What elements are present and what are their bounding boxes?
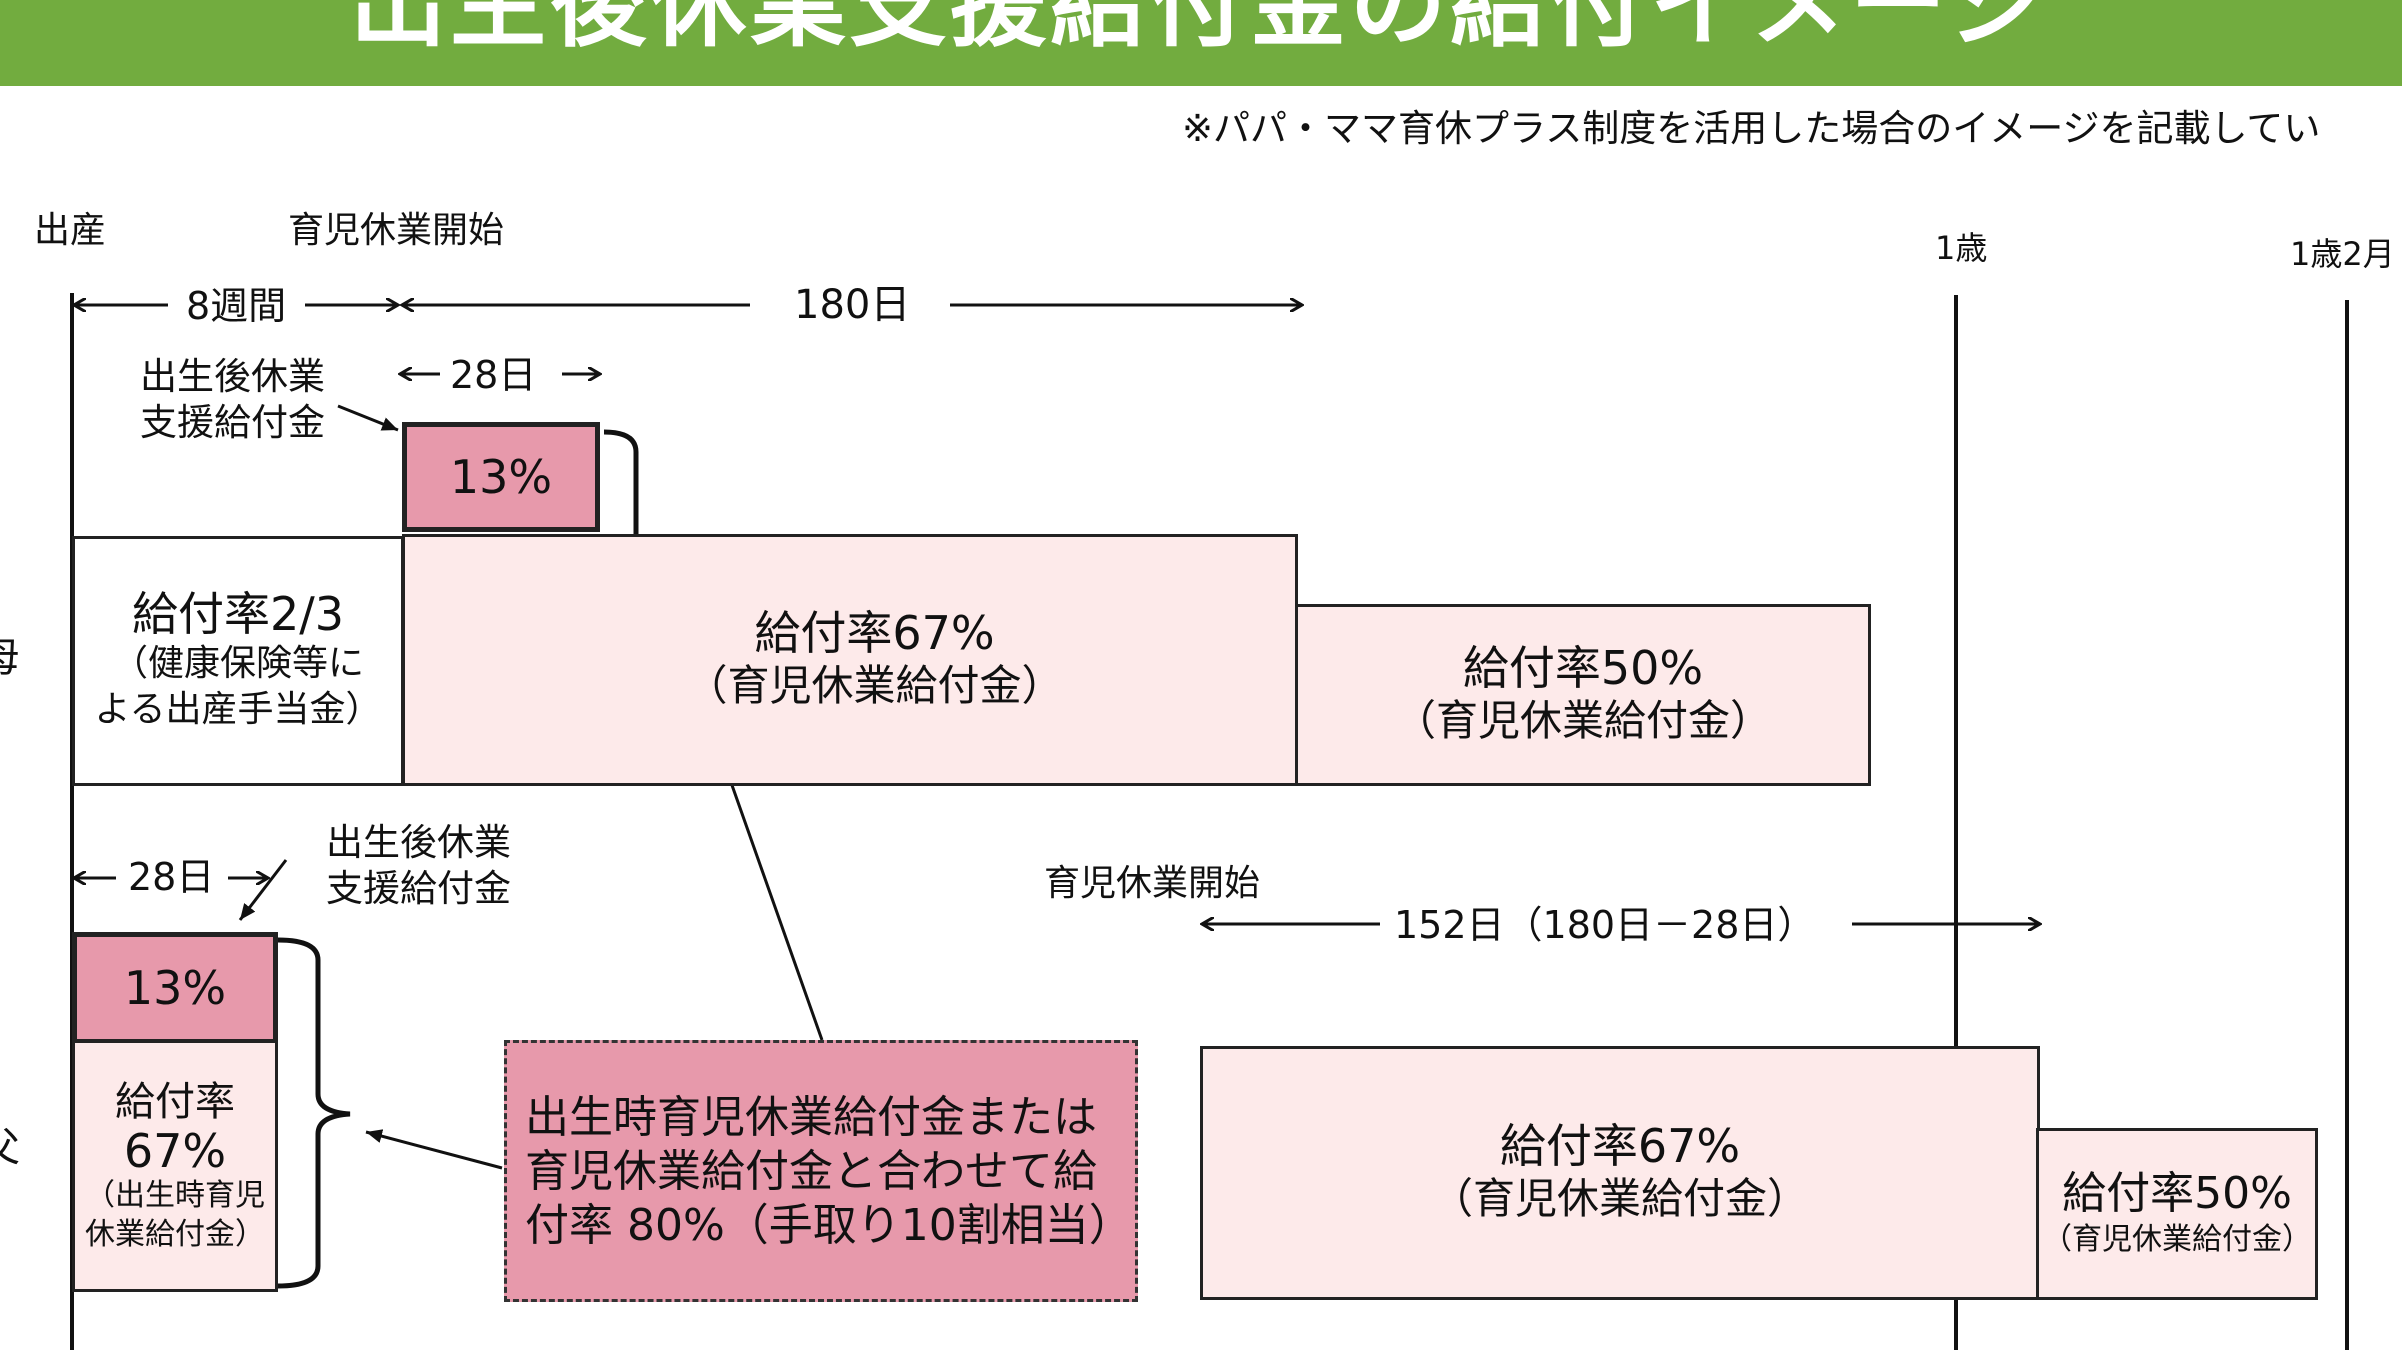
father-birth-leave-line2: 67%	[123, 1123, 227, 1178]
age-1-2m-label: 1歳2月	[2290, 235, 2395, 273]
birth-label: 出産	[34, 210, 107, 251]
father-support-label-line1: 出生後休業	[326, 821, 511, 864]
mother-rate67-box: 給付率67% （育児休業給付金）	[604, 534, 1298, 786]
page-title: 出生後休業支援給付金の給付イメージ	[350, 0, 2049, 60]
mother-side-label: 母	[0, 638, 20, 678]
mother-maternity-line3: よる出産手当金）	[94, 689, 382, 731]
father-span-28-label: 28日	[128, 855, 215, 899]
father-rate67-line1: 給付率67%	[1499, 1119, 1741, 1174]
mother-rate67-line1: 給付率67%	[754, 606, 995, 661]
note-text: ※パパ・ママ育休プラス制度を活用した場合のイメージを記載してい	[1182, 107, 2321, 150]
mother-maternity-line1: 給付率2/3	[131, 586, 345, 641]
callout-box: 出生時育児休業給付金または 育児休業給付金と合わせて給 付率 80%（手取り10…	[504, 1040, 1138, 1302]
father-side-label: 父	[0, 1128, 20, 1168]
mother-rate50-line2: （育児休業給付金）	[1393, 696, 1772, 746]
father-13pct-text: 13%	[123, 961, 227, 1015]
father-rate67-box: 給付率67% （育児休業給付金）	[1200, 1046, 2040, 1300]
callout-line1: 出生時育児休業給付金または	[525, 1092, 1097, 1143]
mother-support-pointer	[337, 404, 399, 432]
mother-rate50-line1: 給付率50%	[1462, 641, 1704, 696]
father-rate67-line2: （育児休業給付金）	[1430, 1174, 1809, 1224]
mother-maternity-line2: （健康保険等に	[111, 642, 364, 684]
mother-maternity-box: 給付率2/3 （健康保険等に よる出産手当金）	[72, 536, 404, 786]
father-rate50-line1: 給付率50%	[2062, 1168, 2292, 1220]
mother-span-28-label: 28日	[450, 353, 537, 397]
callout-line3: 付率 80%（手取り10割相当）	[525, 1200, 1133, 1251]
father-support-pointer	[238, 859, 288, 921]
mother-support-label-line2: 支援給付金	[140, 401, 325, 444]
father-birth-leave-line1: 給付率	[115, 1078, 235, 1125]
leave-start-label: 育児休業開始	[288, 210, 505, 251]
mother-post-birth-leave-box	[402, 534, 608, 786]
title-bar: 出生後休業支援給付金の給付イメージ	[0, 0, 2402, 86]
mother-support-label-line1: 出生後休業	[140, 355, 325, 398]
age-1-2m-timeline-line	[2345, 300, 2349, 1350]
father-rate50-box: 給付率50% （育児休業給付金）	[2036, 1128, 2318, 1300]
birth-timeline-line	[70, 293, 74, 1350]
father-13pct-box: 13%	[72, 932, 278, 1044]
span-152-label: 152日（180日－28日）	[1390, 906, 1820, 944]
mother-13pct-text: 13%	[449, 450, 553, 504]
span-180-label: 180日	[786, 285, 919, 325]
father-birth-leave-line3: （出生時育児	[85, 1178, 265, 1214]
father-support-label-line2: 支援給付金	[326, 867, 511, 910]
mother-rate50-box: 給付率50% （育児休業給付金）	[1295, 604, 1871, 786]
father-leave-start-label: 育児休業開始	[1044, 863, 1261, 904]
age-1-label: 1歳	[1935, 229, 1988, 267]
mother-rate67-line2: （育児休業給付金）	[685, 661, 1064, 711]
father-bracket	[277, 937, 351, 1289]
age-1-timeline-line	[1954, 295, 1958, 1350]
callout-pointer-father	[365, 1129, 503, 1170]
father-birth-leave-box: 給付率 67% （出生時育児 休業給付金）	[72, 1040, 278, 1292]
callout-line2: 育児休業給付金と合わせて給	[525, 1146, 1097, 1197]
father-rate50-line2: （育児休業給付金）	[2042, 1221, 2312, 1257]
father-birth-leave-line4: 休業給付金）	[85, 1217, 265, 1253]
span-8weeks-label: 8週間	[180, 287, 293, 325]
mother-13pct-box: 13%	[402, 422, 600, 532]
